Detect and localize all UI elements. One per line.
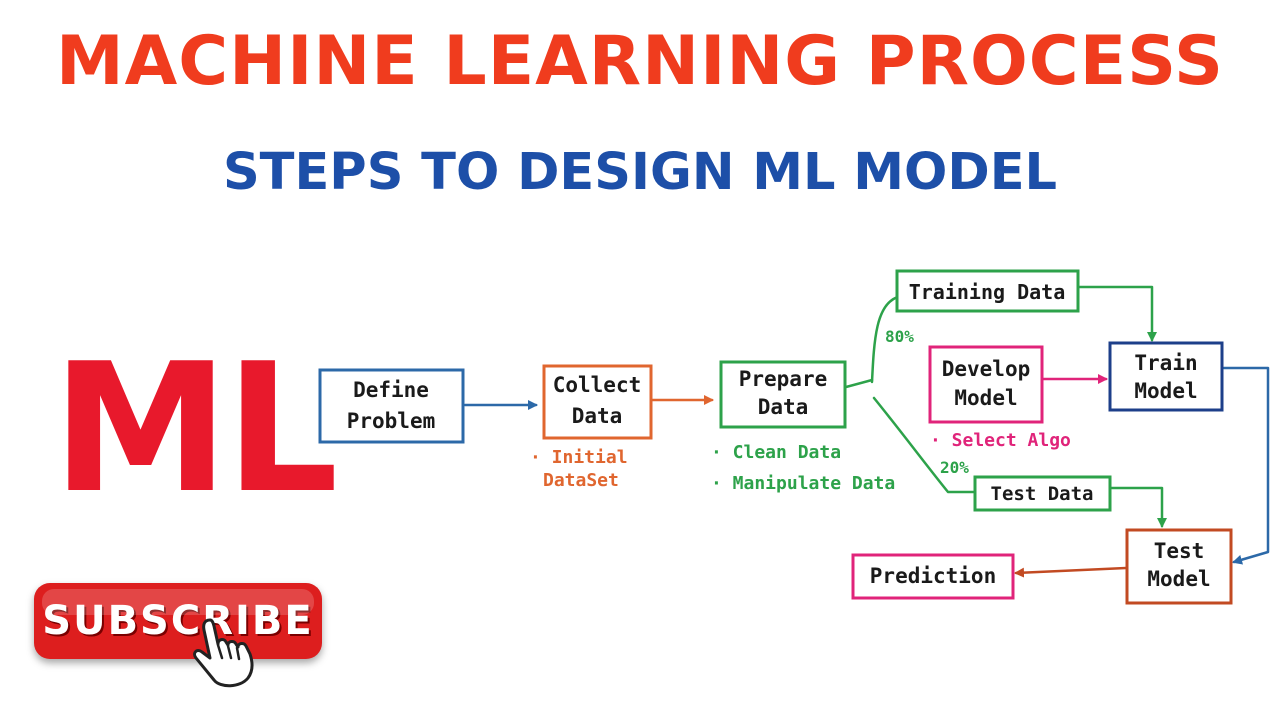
node-test-model-line-2: Model	[1147, 567, 1210, 591]
page-subtitle: STEPS TO DESIGN ML MODEL	[222, 143, 1058, 202]
node-test-data-label: Test Data	[991, 483, 1094, 505]
note-initial: · Initial	[530, 447, 628, 468]
subscribe-button[interactable]: SUBSCRIBE	[34, 583, 322, 659]
node-train-model-line-2: Model	[1134, 379, 1197, 403]
node-training-data	[895, 269, 1080, 313]
node-test-model-line-1: Test	[1154, 539, 1205, 563]
note-dataset: DataSet	[543, 470, 619, 491]
line-split-to-training	[870, 295, 900, 384]
pointing-hand-icon	[193, 618, 254, 688]
line-prepare-to-split	[844, 378, 874, 389]
node-collect-data	[542, 364, 653, 440]
node-test-data	[973, 475, 1112, 512]
node-prediction-label: Prediction	[870, 564, 996, 588]
note-select-algo: · Select Algo	[930, 430, 1071, 451]
node-prepare-data-line-2: Data	[758, 395, 809, 419]
node-test-model	[1125, 528, 1233, 605]
node-prediction	[851, 553, 1015, 600]
node-define-problem	[318, 368, 465, 444]
line-split-to-test	[872, 396, 977, 494]
node-develop-model-line-1: Develop	[942, 357, 1031, 381]
arrow-test-model-to-prediction	[1014, 566, 1128, 578]
arrow-train-to-test-model	[1222, 366, 1270, 565]
note-manipulate-data: · Manipulate Data	[711, 473, 895, 494]
node-training-data-label: Training Data	[909, 280, 1066, 304]
node-develop-model	[928, 345, 1044, 424]
node-prepare-data-line-1: Prepare	[739, 367, 828, 391]
node-develop-model-line-2: Model	[954, 386, 1017, 410]
page-title: MACHINE LEARNING PROCESS	[55, 22, 1225, 101]
node-define-problem-line-2: Problem	[347, 409, 436, 433]
subscribe-shine	[42, 589, 314, 615]
arrow-training-to-train-model	[1077, 285, 1157, 342]
node-prepare-data	[719, 360, 847, 429]
note-clean-data: · Clean Data	[711, 442, 841, 463]
split-20-percent: 20%	[940, 458, 969, 477]
node-define-problem-line-1: Define	[353, 378, 429, 402]
split-80-percent: 80%	[885, 327, 914, 346]
node-collect-data-line-1: Collect	[553, 373, 642, 397]
node-train-model	[1108, 341, 1224, 412]
ml-logo: ML	[52, 325, 339, 532]
node-train-model-line-1: Train	[1134, 351, 1197, 375]
arrow-test-data-to-test-model	[1108, 486, 1167, 528]
node-collect-data-line-2: Data	[572, 404, 623, 428]
subscribe-label: SUBSCRIBE	[42, 598, 314, 644]
